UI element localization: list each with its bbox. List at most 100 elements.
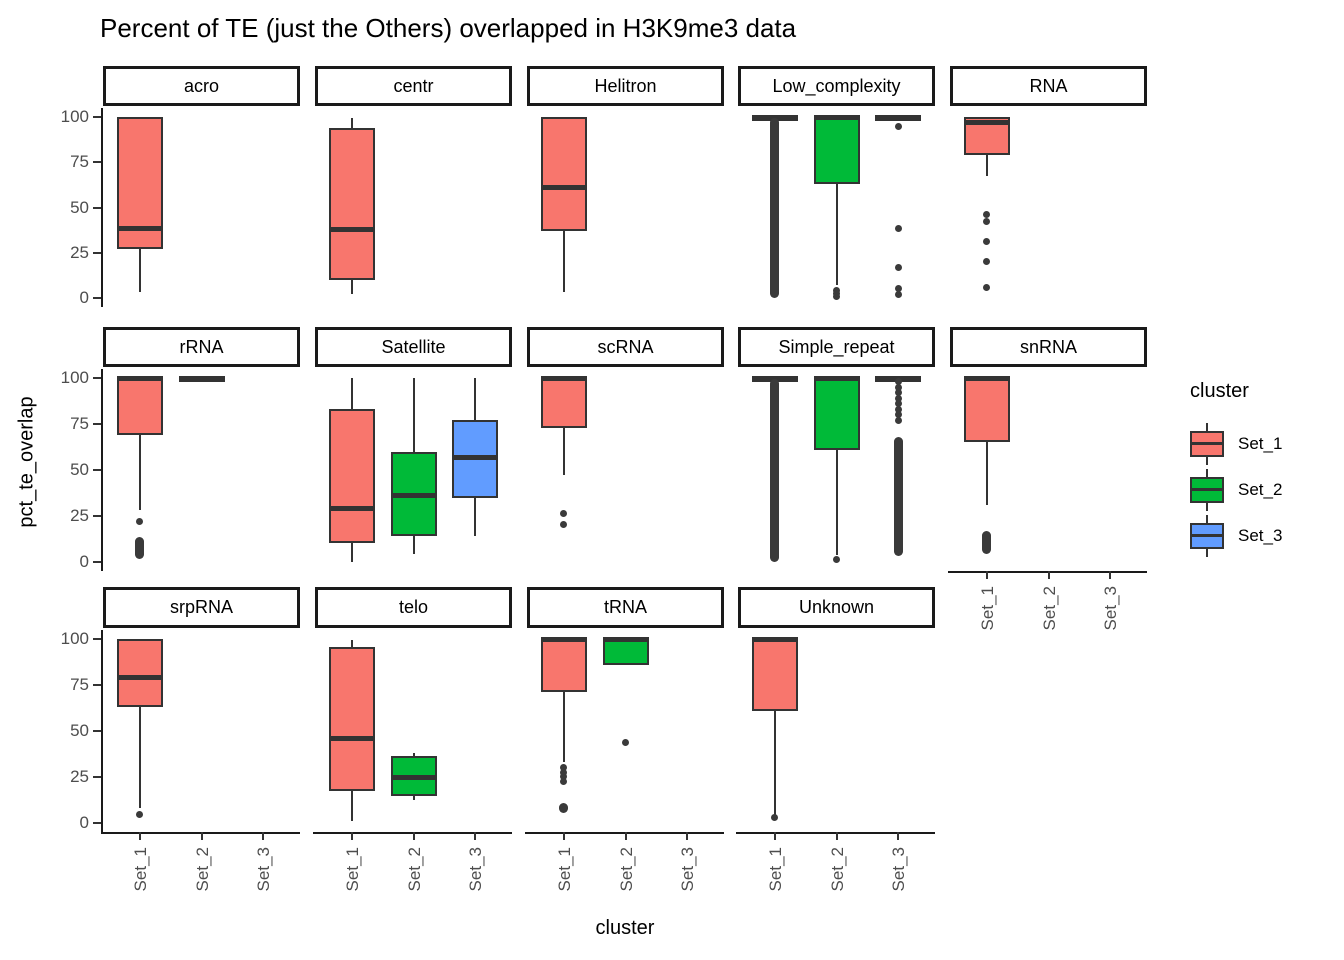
- y-axis-tick: [93, 423, 101, 426]
- boxplot-group-rRNA-Set_1: [103, 369, 300, 571]
- boxplot-whisker: [138, 639, 141, 809]
- y-axis-tick-label: 100: [60, 368, 89, 388]
- x-axis-tick-label: Set_2: [1039, 586, 1059, 631]
- x-axis-tick: [412, 832, 415, 840]
- boxplot-group-Low_complexity-Set_3: [738, 108, 935, 307]
- boxplot-group-acro-Set_1: [103, 108, 300, 307]
- outlier-dot: [894, 378, 902, 386]
- facet-panel-Satellite: [315, 369, 512, 571]
- boxplot-group-srpRNA-Set_1: [103, 630, 300, 832]
- outlier-dot: [983, 211, 991, 219]
- x-axis-tick-label: Set_2: [192, 847, 212, 892]
- outlier-dot: [983, 258, 991, 266]
- y-axis-tick-label: 50: [70, 197, 89, 217]
- y-axis-tick-label: 75: [70, 675, 89, 695]
- outlier-run: [770, 379, 780, 562]
- boxplot-box: [751, 639, 798, 711]
- y-axis-tick: [93, 116, 101, 119]
- boxplot-median: [178, 375, 225, 381]
- outlier-run: [135, 537, 145, 560]
- boxplot-median: [328, 735, 375, 741]
- boxplot-box: [813, 378, 860, 450]
- boxplot-box: [963, 378, 1010, 443]
- legend-key-boxplot-icon: [1190, 469, 1224, 511]
- boxplot-group-Helitron-Set_1: [527, 108, 724, 307]
- outlier-dot: [560, 520, 568, 528]
- x-axis-tick-label: Set_3: [466, 847, 486, 892]
- legend-key-median: [1190, 488, 1224, 491]
- facet-panel-Simple_repeat: [738, 369, 935, 571]
- x-axis-title: cluster: [595, 917, 655, 939]
- outlier-dot: [894, 416, 902, 424]
- facet-strip-Satellite: Satellite: [315, 327, 512, 367]
- boxplot-group-Satellite-Set_1: [315, 369, 512, 571]
- outlier-dot: [136, 517, 144, 525]
- outlier-dot: [833, 556, 840, 564]
- facet-strip-tRNA: tRNA: [527, 587, 724, 628]
- outlier-dot: [894, 263, 902, 271]
- boxplot-median: [328, 506, 375, 512]
- boxplot-box: [328, 646, 375, 791]
- x-axis-tick-label: Set_1: [130, 847, 150, 892]
- x-axis-tick-label: Set_3: [254, 847, 274, 892]
- y-axis-tick: [93, 775, 101, 778]
- x-axis-tick: [474, 832, 477, 840]
- y-axis-tick: [93, 821, 101, 824]
- x-axis-tick: [897, 832, 900, 840]
- x-axis-tick-label: Set_1: [342, 847, 362, 892]
- x-axis-tick: [138, 832, 141, 840]
- facet-panel-tRNA: [525, 630, 724, 840]
- boxplot-box: [813, 117, 860, 184]
- boxplot-group-Low_complexity-Set_1: [738, 108, 935, 307]
- y-axis-tick: [93, 377, 101, 380]
- legend-title: cluster: [1190, 380, 1249, 402]
- boxplot-box: [116, 378, 163, 436]
- boxplot-group-Low_complexity-Set_2: [738, 108, 935, 307]
- boxplot-whisker: [835, 117, 838, 286]
- facet-strip-telo: telo: [315, 587, 512, 628]
- outlier-dot: [136, 811, 144, 819]
- y-axis-line: [101, 369, 103, 571]
- boxplot-median: [875, 375, 922, 381]
- x-axis-tick: [624, 832, 627, 840]
- boxplot-group-telo-Set_2: [315, 630, 512, 832]
- x-axis-tick: [262, 832, 265, 840]
- outlier-dot: [560, 768, 568, 776]
- y-axis-tick: [93, 514, 101, 517]
- boxplot-group-snRNA-Set_1: [950, 369, 1147, 571]
- boxplot-group-Unknown-Set_1: [738, 630, 935, 832]
- boxplot-median: [540, 185, 587, 191]
- y-axis-tick: [93, 469, 101, 471]
- facet-strip-Simple_repeat: Simple_repeat: [738, 327, 935, 367]
- outlier-dot: [833, 292, 840, 300]
- outlier-run: [893, 436, 903, 557]
- outlier-dot: [983, 218, 991, 226]
- boxplot-box: [328, 409, 375, 544]
- facet-panel-RNA: [950, 108, 1147, 307]
- facet-panel-Low_complexity: [738, 108, 935, 307]
- boxplot-group-Simple_repeat-Set_3: [738, 369, 935, 571]
- x-axis-tick-label: Set_2: [404, 847, 424, 892]
- outlier-run: [770, 117, 780, 298]
- x-axis-tick: [562, 832, 565, 840]
- boxplot-median: [116, 225, 163, 231]
- outlier-run: [982, 530, 992, 555]
- boxplot-whisker: [562, 639, 565, 763]
- outlier-dot: [560, 509, 568, 517]
- boxplot-box: [328, 127, 375, 280]
- outlier-dot: [894, 400, 902, 408]
- y-axis-tick: [93, 206, 101, 209]
- legend-entry-Set_3: Set_3: [1190, 513, 1282, 559]
- y-axis-tick-label: 0: [79, 812, 89, 832]
- facet-strip-scRNA: scRNA: [527, 327, 724, 367]
- boxplot-box: [540, 117, 587, 231]
- facet-panel-Unknown: [736, 630, 935, 840]
- boxplot-whisker: [835, 378, 838, 556]
- boxplot-group-RNA-Set_1: [950, 108, 1147, 307]
- legend-entry-label: Set_2: [1238, 480, 1283, 499]
- y-axis-line: [101, 630, 103, 832]
- facet-strip-srpRNA: srpRNA: [103, 587, 300, 628]
- outlier-dot: [894, 394, 902, 402]
